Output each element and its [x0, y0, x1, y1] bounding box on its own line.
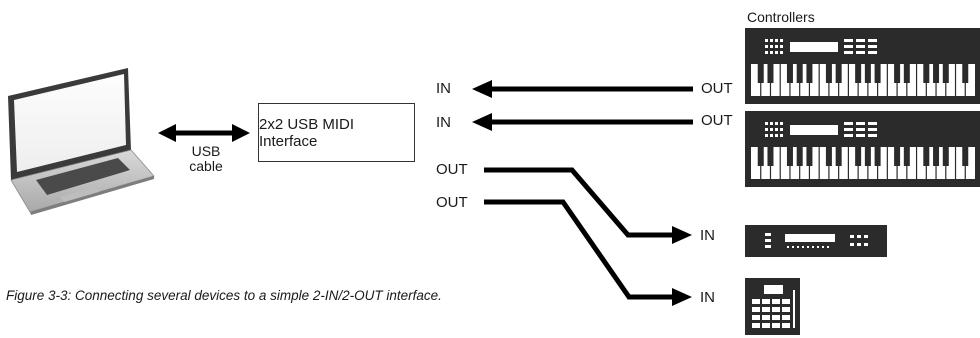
key-divider: [915, 147, 918, 179]
black-key: [923, 147, 930, 166]
usb-cable-arrow: [158, 124, 250, 142]
black-key: [835, 147, 842, 166]
black-key: [855, 147, 862, 166]
usb-label-line1: USB: [191, 143, 221, 159]
out1-to-module-cable: [484, 167, 692, 244]
controller-buttons-left: [765, 39, 783, 54]
figure-caption: Figure 3-3: Connecting several devices t…: [6, 288, 442, 303]
black-key: [767, 64, 774, 83]
black-key: [825, 64, 832, 83]
controller1-to-in1-cable: [472, 80, 693, 98]
black-key: [825, 147, 832, 166]
interface-in2-label: IN: [436, 114, 451, 131]
black-key: [874, 147, 881, 166]
black-key: [942, 64, 949, 83]
controller2-out-label: OUT: [701, 112, 733, 129]
black-key: [806, 147, 813, 166]
controller-keys: [751, 147, 975, 179]
black-key: [767, 147, 774, 166]
key-divider: [847, 147, 849, 179]
white-keys: [751, 147, 975, 179]
controller2-to-in2-cable: [472, 113, 693, 131]
black-key: [962, 64, 969, 83]
interface-out2-label: OUT: [436, 194, 468, 211]
black-key: [757, 64, 764, 83]
controller-keys: [751, 64, 975, 96]
sound-module-icon: [745, 225, 887, 257]
black-key: [757, 147, 764, 166]
midi-interface-box: 2x2 USB MIDI Interface: [258, 103, 415, 162]
key-divider: [779, 64, 781, 96]
black-key: [855, 64, 862, 83]
black-key: [923, 64, 930, 83]
black-key: [894, 147, 901, 166]
key-divider: [915, 64, 918, 96]
usb-label-line2: cable: [189, 158, 223, 174]
key-divider: [886, 64, 888, 96]
interface-in1-label: IN: [436, 80, 451, 97]
key-divider: [847, 64, 849, 96]
black-key: [962, 147, 969, 166]
black-key: [835, 64, 842, 83]
drum-in-label: IN: [700, 289, 715, 306]
black-key: [903, 147, 910, 166]
key-divider: [818, 147, 820, 179]
module-in-label: IN: [700, 227, 715, 244]
black-key: [796, 147, 803, 166]
interface-out1-label: OUT: [436, 161, 468, 178]
key-divider: [954, 64, 957, 96]
keyboard-controller-icon: [745, 111, 980, 187]
key-divider: [818, 64, 820, 96]
black-key: [864, 147, 871, 166]
black-key: [894, 64, 901, 83]
white-keys: [751, 64, 975, 96]
controller-buttons-right: [844, 39, 877, 54]
key-divider: [779, 147, 781, 179]
midi-interface-label: 2x2 USB MIDI Interface: [259, 115, 355, 150]
laptop-icon: [8, 68, 155, 215]
black-key: [933, 64, 940, 83]
usb-cable-label: USB cable: [183, 144, 229, 174]
controller1-out-label: OUT: [701, 80, 733, 97]
key-divider: [886, 147, 888, 179]
black-key: [786, 147, 793, 166]
black-key: [942, 147, 949, 166]
black-key: [903, 64, 910, 83]
black-key: [796, 64, 803, 83]
keyboard-controller-icon: [745, 28, 980, 104]
black-key: [874, 64, 881, 83]
black-key: [933, 147, 940, 166]
black-key: [864, 64, 871, 83]
drum-machine-icon: [745, 278, 800, 335]
controllers-title: Controllers: [747, 9, 815, 25]
out2-to-drum-cable: [484, 199, 692, 306]
key-divider: [954, 147, 957, 179]
black-key: [786, 64, 793, 83]
black-key: [806, 64, 813, 83]
